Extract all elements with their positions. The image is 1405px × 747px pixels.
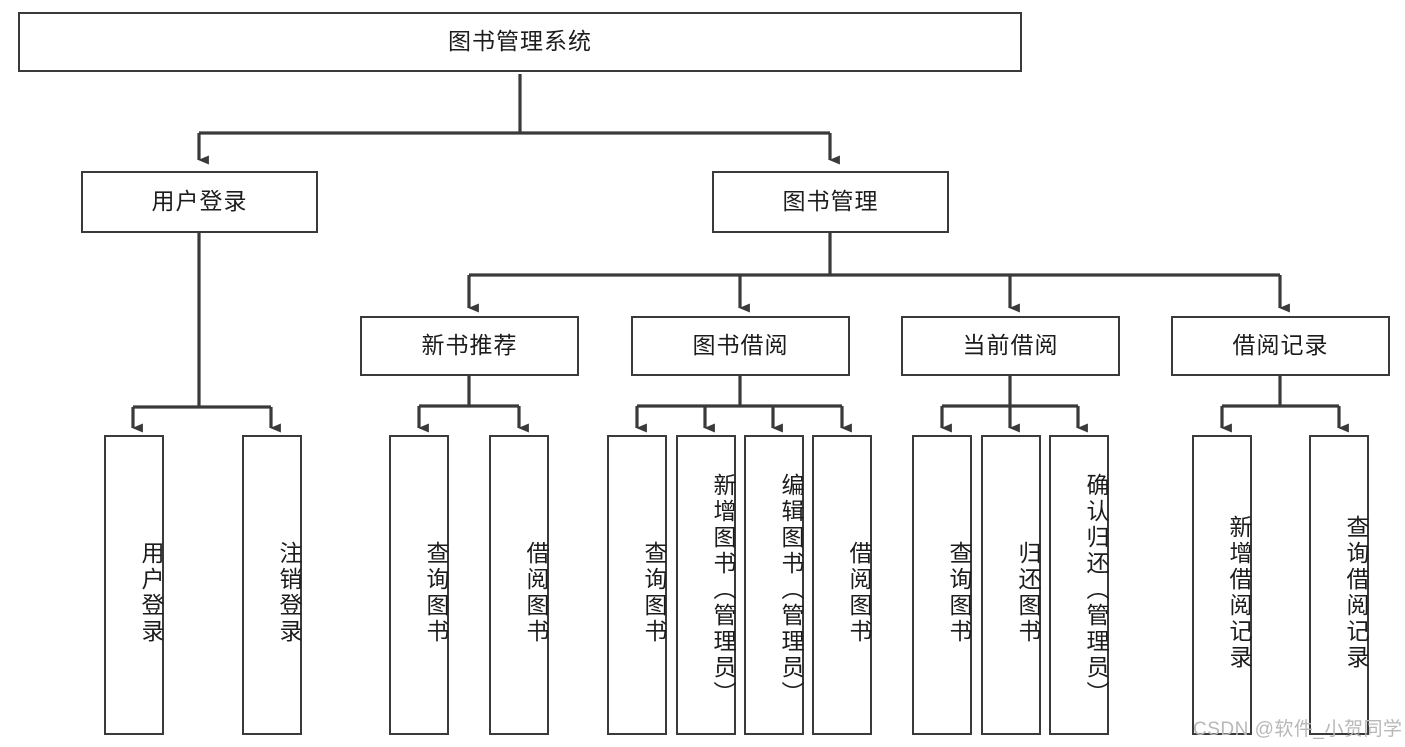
node-current-borrow-label: 当前借阅 — [962, 332, 1059, 359]
leaf-confirm-return-label: 确认归还（管理员） — [1083, 473, 1109, 707]
leaf-edit-book[interactable]: 编辑图书（管理员） — [744, 435, 804, 735]
leaf-add-book-label: 新增图书（管理员） — [710, 473, 736, 707]
leaf-user-login-label: 用户登录 — [138, 541, 164, 645]
node-root-label: 图书管理系统 — [448, 28, 592, 55]
leaf-borrow-book-2-label: 借阅图书 — [846, 541, 872, 645]
leaf-user-login[interactable]: 用户登录 — [104, 435, 164, 735]
node-book-management-label: 图书管理 — [782, 188, 879, 215]
leaf-logout-login[interactable]: 注销登录 — [242, 435, 302, 735]
leaf-add-book[interactable]: 新增图书（管理员） — [676, 435, 736, 735]
leaf-add-record-label: 新增借阅记录 — [1226, 515, 1252, 671]
node-book-borrow[interactable]: 图书借阅 — [631, 316, 850, 376]
leaf-edit-book-label: 编辑图书（管理员） — [778, 473, 804, 707]
node-user-login[interactable]: 用户登录 — [81, 171, 318, 233]
leaf-borrow-book-2[interactable]: 借阅图书 — [812, 435, 872, 735]
leaf-borrow-book-1[interactable]: 借阅图书 — [489, 435, 549, 735]
leaf-borrow-book-1-label: 借阅图书 — [523, 541, 549, 645]
node-book-management[interactable]: 图书管理 — [712, 171, 949, 233]
leaf-query-record[interactable]: 查询借阅记录 — [1309, 435, 1369, 735]
leaf-add-record[interactable]: 新增借阅记录 — [1192, 435, 1252, 735]
leaf-query-book-1-label: 查询图书 — [423, 541, 449, 645]
leaf-confirm-return[interactable]: 确认归还（管理员） — [1049, 435, 1109, 735]
leaf-query-book-2-label: 查询图书 — [641, 541, 667, 645]
node-new-book-recommend-label: 新书推荐 — [421, 332, 518, 359]
node-new-book-recommend[interactable]: 新书推荐 — [360, 316, 579, 376]
node-current-borrow[interactable]: 当前借阅 — [901, 316, 1120, 376]
leaf-query-record-label: 查询借阅记录 — [1343, 515, 1369, 671]
node-root[interactable]: 图书管理系统 — [18, 12, 1022, 72]
leaf-return-book-label: 归还图书 — [1015, 541, 1041, 645]
node-borrow-record-label: 借阅记录 — [1232, 332, 1329, 359]
node-book-borrow-label: 图书借阅 — [692, 332, 789, 359]
leaf-query-book-1[interactable]: 查询图书 — [389, 435, 449, 735]
leaf-return-book[interactable]: 归还图书 — [981, 435, 1041, 735]
node-user-login-label: 用户登录 — [151, 188, 248, 215]
leaf-query-book-3[interactable]: 查询图书 — [912, 435, 972, 735]
leaf-query-book-3-label: 查询图书 — [946, 541, 972, 645]
node-borrow-record[interactable]: 借阅记录 — [1171, 316, 1390, 376]
leaf-logout-login-label: 注销登录 — [276, 541, 302, 645]
leaf-query-book-2[interactable]: 查询图书 — [607, 435, 667, 735]
